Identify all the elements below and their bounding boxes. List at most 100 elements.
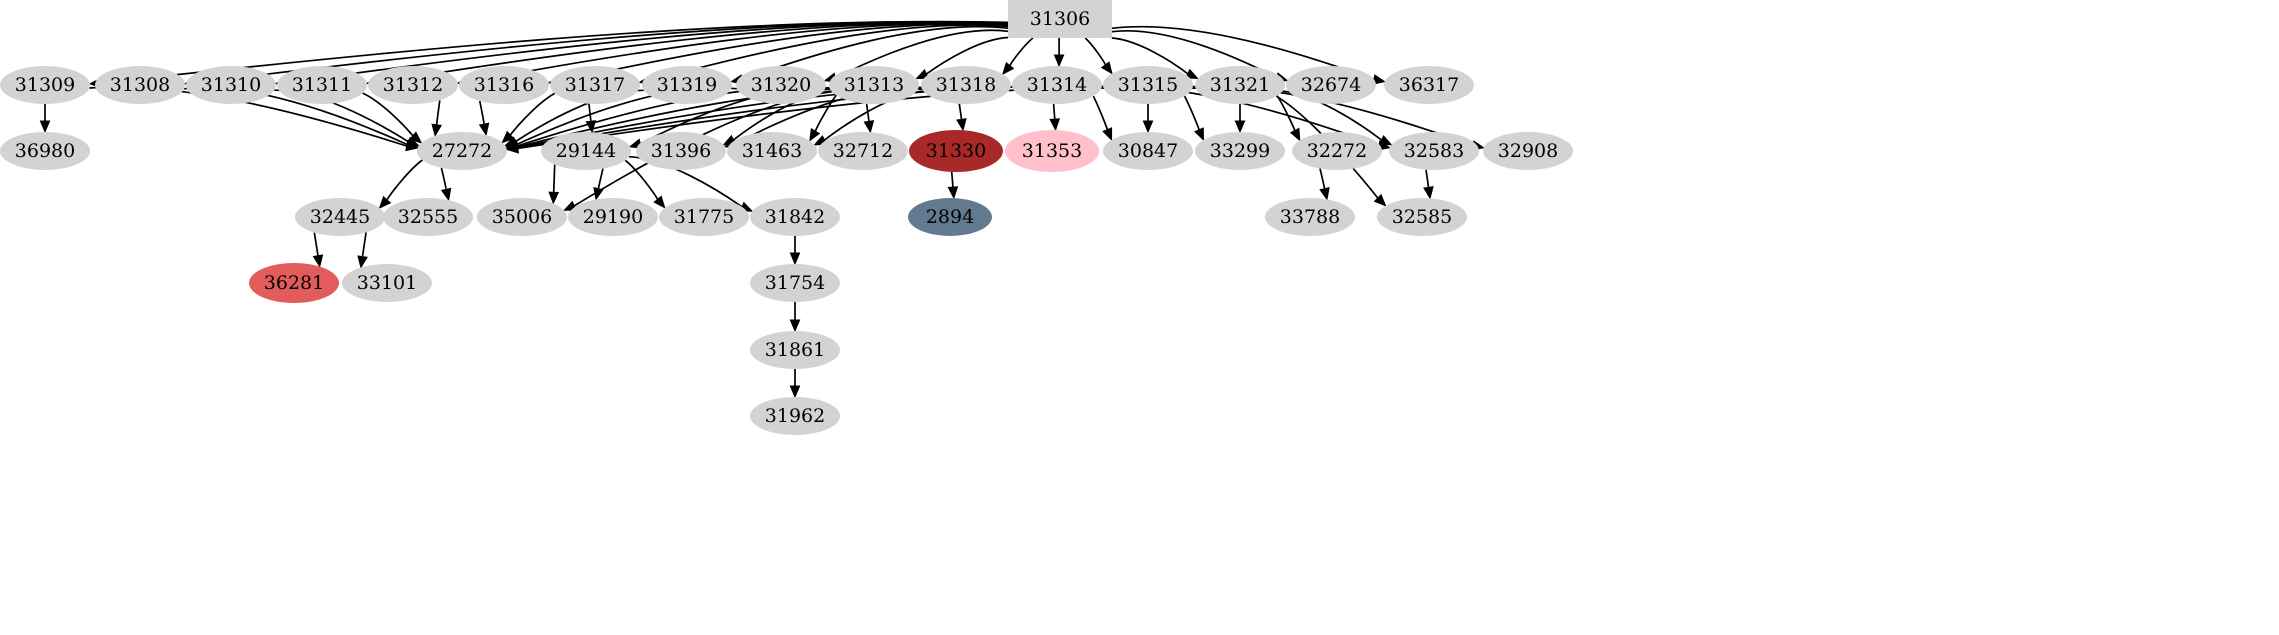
arrowhead-31313-to-32712 bbox=[863, 120, 875, 134]
node-shape-31309[interactable] bbox=[0, 66, 90, 104]
edge-31314-to-31353 bbox=[1052, 103, 1056, 121]
graph-node-31321[interactable]: 31321 bbox=[1195, 66, 1285, 104]
node-shape-32445[interactable] bbox=[295, 198, 385, 236]
graph-node-27272[interactable]: 27272 bbox=[417, 132, 507, 170]
graph-node-35006[interactable]: 35006 bbox=[477, 198, 567, 236]
node-shape-32674[interactable] bbox=[1286, 66, 1376, 104]
node-shape-31396[interactable] bbox=[636, 132, 726, 170]
graph-node-36980[interactable]: 36980 bbox=[0, 132, 90, 170]
graph-node-31317[interactable]: 31317 bbox=[550, 66, 640, 104]
graph-node-31754[interactable]: 31754 bbox=[750, 264, 840, 302]
graph-node-31306[interactable]: 31306 bbox=[1008, 0, 1112, 38]
graph-node-32908[interactable]: 32908 bbox=[1483, 132, 1573, 170]
graph-node-32445[interactable]: 32445 bbox=[295, 198, 385, 236]
node-shape-31775[interactable] bbox=[659, 198, 749, 236]
node-shape-31317[interactable] bbox=[550, 66, 640, 104]
node-shape-33788[interactable] bbox=[1265, 198, 1355, 236]
graph-node-33788[interactable]: 33788 bbox=[1265, 198, 1355, 236]
node-shape-31314[interactable] bbox=[1012, 66, 1102, 104]
graph-node-31962[interactable]: 31962 bbox=[750, 397, 840, 435]
graph-node-31313[interactable]: 31313 bbox=[829, 66, 919, 104]
graph-node-31463[interactable]: 31463 bbox=[727, 132, 817, 170]
graph-node-31318[interactable]: 31318 bbox=[921, 66, 1011, 104]
node-shape-31316[interactable] bbox=[459, 66, 549, 104]
graph-node-32583[interactable]: 32583 bbox=[1389, 132, 1479, 170]
graph-node-31861[interactable]: 31861 bbox=[750, 331, 840, 369]
node-shape-32585[interactable] bbox=[1377, 198, 1467, 236]
node-shape-31321[interactable] bbox=[1195, 66, 1285, 104]
node-shape-31754[interactable] bbox=[750, 264, 840, 302]
node-shape-31463[interactable] bbox=[727, 132, 817, 170]
node-shape-36317[interactable] bbox=[1384, 66, 1474, 104]
node-shape-33299[interactable] bbox=[1195, 132, 1285, 170]
node-shape-36980[interactable] bbox=[0, 132, 90, 170]
node-shape-27272[interactable] bbox=[417, 132, 507, 170]
graph-node-31312[interactable]: 31312 bbox=[368, 66, 458, 104]
graph-node-30847[interactable]: 30847 bbox=[1103, 132, 1193, 170]
arrowhead-31754-to-31861 bbox=[789, 319, 801, 333]
graph-node-31310[interactable]: 31310 bbox=[186, 66, 276, 104]
graph-node-31314[interactable]: 31314 bbox=[1012, 66, 1102, 104]
graph-node-31353[interactable]: 31353 bbox=[1005, 130, 1099, 172]
node-shape-32583[interactable] bbox=[1389, 132, 1479, 170]
node-shape-32712[interactable] bbox=[818, 132, 908, 170]
node-shape-31330[interactable] bbox=[909, 130, 1003, 172]
graph-node-31316[interactable]: 31316 bbox=[459, 66, 549, 104]
graph-node-33299[interactable]: 33299 bbox=[1195, 132, 1285, 170]
node-shape-31318[interactable] bbox=[921, 66, 1011, 104]
node-shape-32908[interactable] bbox=[1483, 132, 1573, 170]
node-shape-31962[interactable] bbox=[750, 397, 840, 435]
node-shape-31320[interactable] bbox=[736, 66, 826, 104]
arrowhead-31317-to-29144 bbox=[585, 120, 597, 134]
node-shape-31313[interactable] bbox=[829, 66, 919, 104]
node-shape-31315[interactable] bbox=[1103, 66, 1193, 104]
node-shape-29190[interactable] bbox=[568, 198, 658, 236]
graph-node-32272[interactable]: 32272 bbox=[1292, 132, 1382, 170]
node-shape-31311[interactable] bbox=[277, 66, 367, 104]
node-shape-32272[interactable] bbox=[1292, 132, 1382, 170]
graph-node-33101[interactable]: 33101 bbox=[342, 264, 432, 302]
graph-node-36317[interactable]: 36317 bbox=[1384, 66, 1474, 104]
node-shape-30847[interactable] bbox=[1103, 132, 1193, 170]
graph-node-31315[interactable]: 31315 bbox=[1103, 66, 1193, 104]
graph-node-31842[interactable]: 31842 bbox=[750, 198, 840, 236]
node-shape-35006[interactable] bbox=[477, 198, 567, 236]
graph-node-32674[interactable]: 32674 bbox=[1286, 66, 1376, 104]
edge-31306-to-31318 bbox=[1009, 37, 1034, 67]
graph-node-32555[interactable]: 32555 bbox=[383, 198, 473, 236]
arrowhead-31312-to-27272 bbox=[431, 123, 442, 138]
graph-node-2894[interactable]: 2894 bbox=[908, 198, 992, 236]
node-shape-31319[interactable] bbox=[642, 66, 732, 104]
graph-node-31309[interactable]: 31309 bbox=[0, 66, 90, 104]
node-shape-32555[interactable] bbox=[383, 198, 473, 236]
arrowhead-31306-to-31314 bbox=[1053, 54, 1065, 68]
graph-node-29144[interactable]: 29144 bbox=[541, 132, 631, 170]
node-shape-31861[interactable] bbox=[750, 331, 840, 369]
graph-node-31319[interactable]: 31319 bbox=[642, 66, 732, 104]
graph-node-36281[interactable]: 36281 bbox=[249, 263, 339, 303]
node-shape-2894[interactable] bbox=[908, 198, 992, 236]
graph-node-31308[interactable]: 31308 bbox=[95, 66, 185, 104]
graph-node-32585[interactable]: 32585 bbox=[1377, 198, 1467, 236]
node-shape-29144[interactable] bbox=[541, 132, 631, 170]
graph-node-32712[interactable]: 32712 bbox=[818, 132, 908, 170]
node-shape-31310[interactable] bbox=[186, 66, 276, 104]
edge-31316-to-27272 bbox=[478, 100, 485, 126]
node-shape-31353[interactable] bbox=[1005, 130, 1099, 172]
graph-node-31330[interactable]: 31330 bbox=[909, 130, 1003, 172]
graph-node-31311[interactable]: 31311 bbox=[277, 66, 367, 104]
node-shape-33101[interactable] bbox=[342, 264, 432, 302]
node-shape-31306[interactable] bbox=[1008, 0, 1112, 38]
node-shape-31312[interactable] bbox=[368, 66, 458, 104]
node-shape-36281[interactable] bbox=[249, 263, 339, 303]
graph-node-31775[interactable]: 31775 bbox=[659, 198, 749, 236]
node-shape-31842[interactable] bbox=[750, 198, 840, 236]
graph-node-31320[interactable]: 31320 bbox=[736, 66, 826, 104]
arrowhead-27272-to-32555 bbox=[440, 187, 452, 202]
node-shape-31308[interactable] bbox=[95, 66, 185, 104]
edge-31318-to-31330 bbox=[958, 103, 963, 121]
graph-node-29190[interactable]: 29190 bbox=[568, 198, 658, 236]
graph-node-31396[interactable]: 31396 bbox=[636, 132, 726, 170]
edge-31317-to-27272 bbox=[509, 92, 556, 136]
